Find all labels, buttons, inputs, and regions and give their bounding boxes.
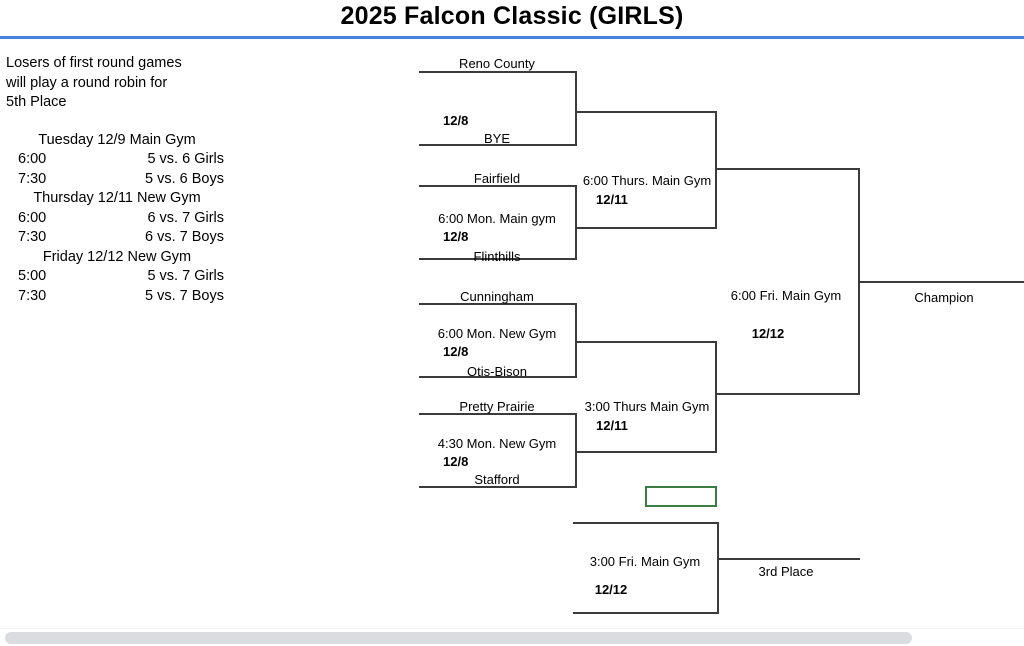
team-name-reno-county: Reno County (459, 56, 535, 71)
page-title: 2025 Falcon Classic (GIRLS) (340, 2, 684, 30)
consolation-note-line-2: will play a round robin for (6, 74, 168, 91)
game-date: 12/8 (443, 113, 469, 128)
consolation-note-line-3: 5th Place (6, 94, 67, 110)
game-time: 6:00 (18, 151, 47, 167)
game-time: 7:30 (18, 170, 47, 187)
game-location: 6:00 Thurs. Main Gym (582, 173, 712, 188)
game-location: 6:00 Mon. Main gym (438, 211, 556, 226)
game-date: 12/8 (443, 229, 469, 244)
game-time: 7:30 (18, 229, 47, 245)
scrollbar-thumb[interactable] (5, 632, 912, 644)
horizontal-scrollbar[interactable] (0, 628, 1024, 646)
game-time: 7:30 (18, 287, 47, 304)
schedule-heading-thursday: Thursday 12/11 New Gym (33, 190, 201, 206)
schedule-row: 6:00 5 vs. 6 Girls (6, 150, 228, 170)
team-name-otis-bison: Otis-Bison (467, 364, 527, 379)
game-location: 6:00 Fri. Main Gym (730, 288, 842, 303)
schedule-row: 5:00 5 vs. 7 Girls (6, 267, 228, 287)
game-date: 12/11 (596, 192, 628, 207)
schedule-row: 7:30 5 vs. 7 Boys (6, 287, 228, 307)
game-matchup: 5 vs. 6 Girls (147, 151, 224, 167)
tournament-bracket: Reno County 12/8 BYE Fairfield 6:00 Mon.… (419, 56, 1024, 614)
game-time: 5:00 (18, 268, 47, 284)
schedule-row: 7:30 6 vs. 7 Boys (6, 228, 228, 248)
game-location: 3:00 Thurs Main Gym (584, 399, 710, 414)
consolation-note-line-1: Losers of first round games (6, 55, 182, 71)
schedule-row: 7:30 5 vs. 6 Boys (6, 170, 228, 190)
game-matchup: 5 vs. 7 Girls (147, 268, 224, 284)
team-name-stafford: Stafford (474, 472, 520, 487)
team-name-fairfield: Fairfield (473, 171, 521, 186)
game-matchup: 6 vs. 7 Girls (147, 209, 224, 226)
header-divider (0, 36, 1024, 39)
tournament-info-panel: Losers of first round games will play a … (6, 54, 266, 306)
game-date: 12/12 (594, 582, 628, 597)
schedule-row: 6:00 6 vs. 7 Girls (6, 209, 228, 229)
game-time: 6:00 (18, 209, 47, 226)
empty-entry-box[interactable] (645, 486, 717, 507)
third-place-label: 3rd Place (758, 564, 814, 579)
game-date: 12/12 (751, 326, 785, 341)
game-location: 6:00 Mon. New Gym (437, 326, 557, 341)
team-name-bye: BYE (483, 131, 511, 146)
game-matchup: 5 vs. 6 Boys (145, 170, 224, 187)
game-date: 12/11 (596, 418, 628, 433)
bracket-lines (419, 71, 1024, 614)
game-date: 12/8 (443, 454, 469, 469)
game-location: 3:00 Fri. Main Gym (589, 554, 701, 569)
champion-label: Champion (914, 290, 974, 305)
game-matchup: 6 vs. 7 Boys (145, 229, 224, 245)
schedule-heading-friday: Friday 12/12 New Gym (42, 248, 192, 265)
game-date: 12/8 (443, 344, 469, 359)
team-name-pretty-prairie: Pretty Prairie (459, 399, 535, 414)
game-matchup: 5 vs. 7 Boys (145, 287, 224, 304)
team-name-flinthills: Flinthills (473, 249, 521, 264)
game-location: 4:30 Mon. New Gym (437, 436, 557, 451)
team-name-cunningham: Cunningham (460, 289, 534, 304)
schedule-heading-tuesday: Tuesday 12/9 Main Gym (38, 131, 196, 148)
